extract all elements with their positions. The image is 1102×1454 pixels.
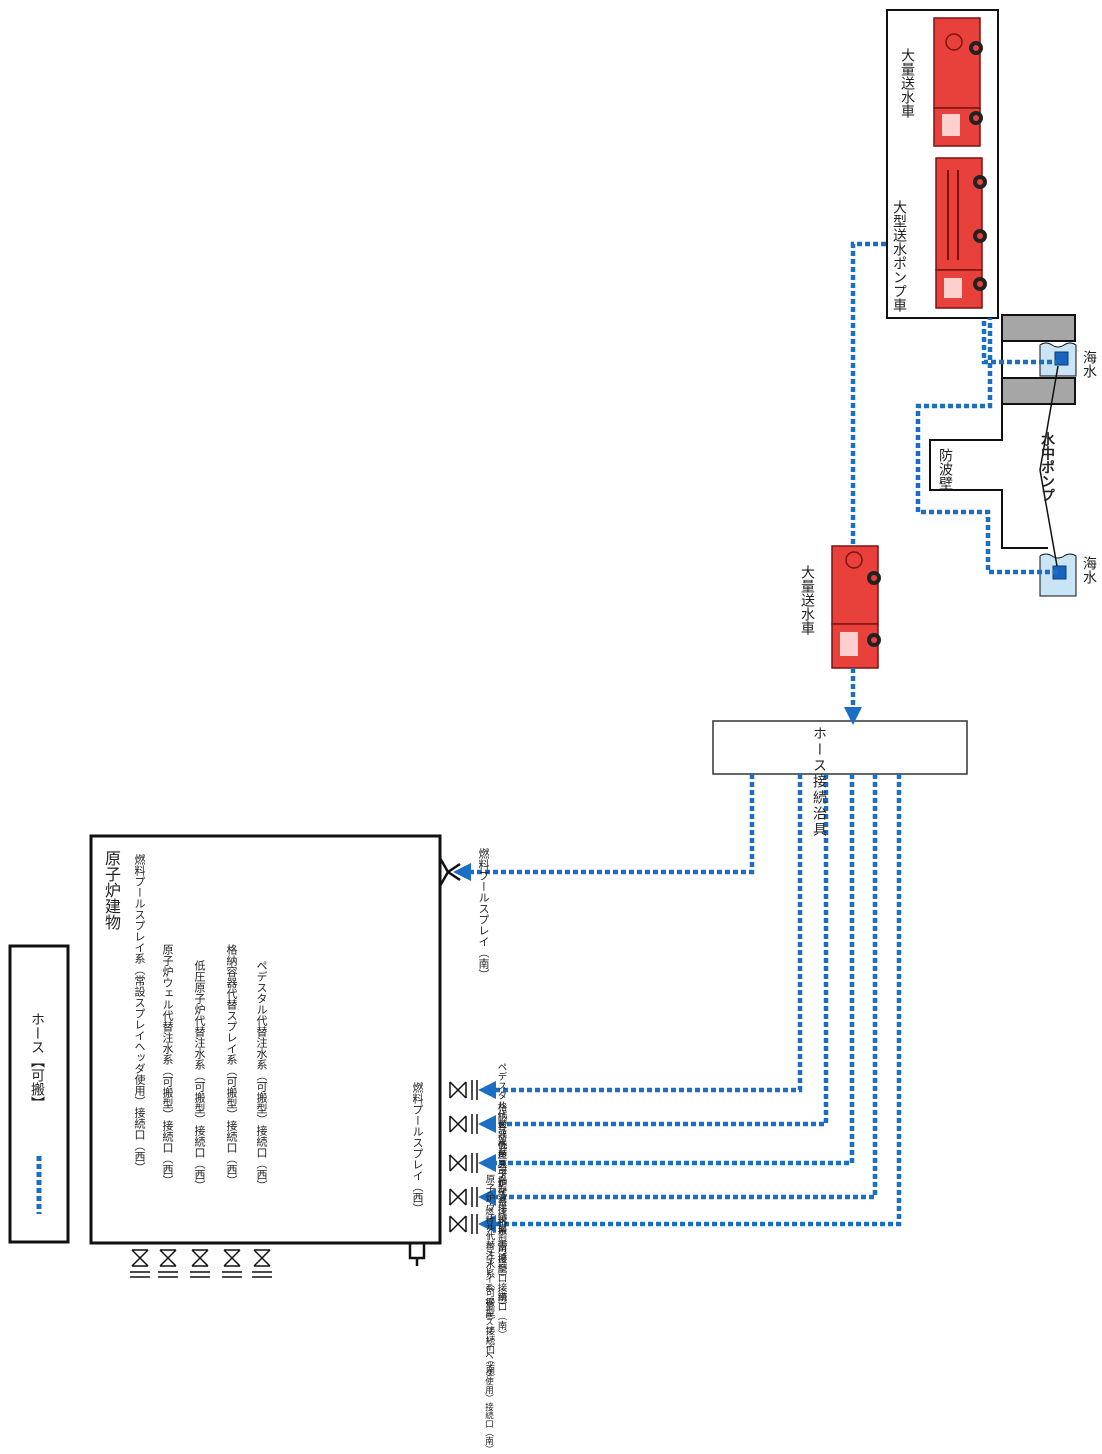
hose-box-midtruck — [850, 241, 886, 546]
port-symbol-5 — [449, 1214, 478, 1234]
west-ports — [130, 1249, 272, 1278]
west-connection-3: 低圧原子炉代替注水系（可搬型）接続口（西） — [193, 960, 206, 1191]
west-spray-label: 燃料プールスプレイ（西） — [411, 1082, 424, 1214]
hose-spray-south — [453, 774, 755, 881]
diagram-canvas — [8, 9, 1077, 1278]
hose-fitting-box — [712, 720, 968, 775]
hose-sea1-box — [981, 318, 1060, 365]
south-ports — [449, 1080, 478, 1234]
south-connection-4: 原子炉ウェル代替注水系（可搬型）接続口（南） — [483, 1174, 495, 1383]
box-water-truck-label: 大量送水車 — [899, 48, 915, 118]
large-pump-truck-icon — [935, 157, 987, 309]
west-connection-1: 燃料プールスプレイ系（常設スプレイヘッダ使用）接続口（西） — [133, 854, 146, 1173]
hose-pcv-south — [478, 774, 829, 1133]
west-connection-4: 格納容器代替スプレイ系（可搬型）接続口（西） — [225, 944, 238, 1186]
south-connection-1: ペデスタル代替注水系（可搬型）接続口（南） — [495, 1062, 507, 1262]
seawater-label-2: 海水 — [1081, 556, 1097, 584]
south-spray-label: 燃料プールスプレイ（南） — [477, 848, 490, 980]
spray-nozzle-south — [438, 857, 461, 887]
south-connection-3: 低圧原子炉代替注水系（可搬型）接続口（南） — [495, 1140, 507, 1340]
legend-hose-label: ホース【可搬】 — [29, 1012, 45, 1110]
submersible-pump-label: 水中ポンプ — [1039, 432, 1055, 502]
west-port-2 — [158, 1249, 178, 1278]
hose-sea2-box — [915, 318, 1058, 575]
reactor-building — [89, 834, 442, 1245]
west-connection-5: ペデスタル代替注水系（可搬型）接続口（西） — [255, 960, 268, 1191]
south-connection-5: 燃料プールスプレイ系（常設スプレイヘッダ使用）接続口（南） — [483, 1207, 494, 1454]
water-truck-icon-mid — [831, 545, 881, 669]
hose-well-south — [478, 774, 878, 1206]
seawall-label: 防波壁 — [937, 448, 953, 490]
port-symbol-2 — [449, 1114, 478, 1134]
water-truck-icon-box — [933, 17, 983, 147]
diagram-stage: ホース【可搬】 原子炉建物 燃料プールスプレイ系（常設スプレイヘッダ使用）接続口… — [8, 9, 1097, 1454]
mid-truck-label: 大量送水車 — [799, 565, 815, 635]
west-connection-2: 原子炉ウェル代替注水系（可搬型）接続口（西） — [161, 944, 174, 1186]
port-symbol-1 — [449, 1080, 478, 1100]
hose-pedestal-south — [478, 774, 803, 1099]
hose-lp-south — [478, 774, 855, 1172]
west-port-1 — [130, 1249, 150, 1278]
building-title: 原子炉建物 — [102, 850, 121, 930]
port-symbol-3 — [449, 1153, 478, 1173]
hose-fitting-label: ホース接続治具 — [811, 726, 827, 838]
seawater-label-1: 海水 — [1081, 350, 1097, 378]
spray-nozzle-west — [408, 1243, 426, 1266]
west-port-5 — [252, 1249, 272, 1278]
hose-spray-header-south — [478, 774, 902, 1233]
west-port-3 — [190, 1249, 210, 1278]
hose-lines — [453, 241, 1060, 1233]
port-symbol-4 — [449, 1187, 478, 1207]
west-port-4 — [222, 1249, 242, 1278]
south-connection-2: 格納容器代替スプレイ系（可搬型）接続口（南） — [495, 1102, 507, 1311]
seawall-structure — [929, 314, 1077, 597]
box-pump-truck-label: 大型送水ポンプ車 — [891, 200, 907, 312]
